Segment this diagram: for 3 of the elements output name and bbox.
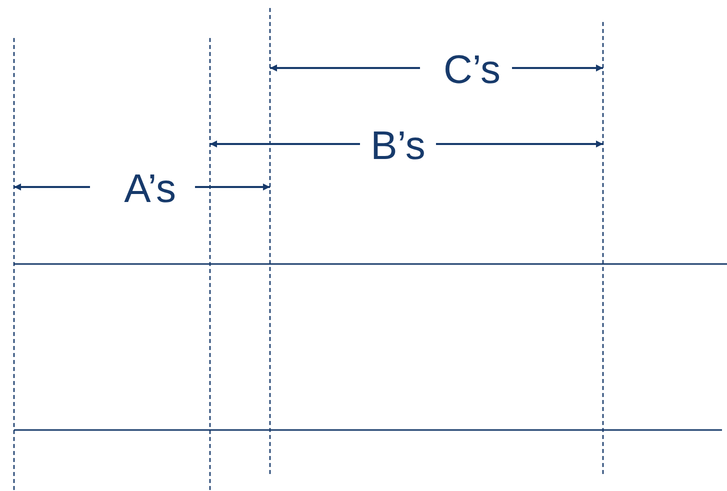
- dimension-label: A’s: [124, 169, 176, 209]
- dimension-label: B’s: [370, 126, 426, 166]
- dimension-label: C’s: [443, 50, 501, 90]
